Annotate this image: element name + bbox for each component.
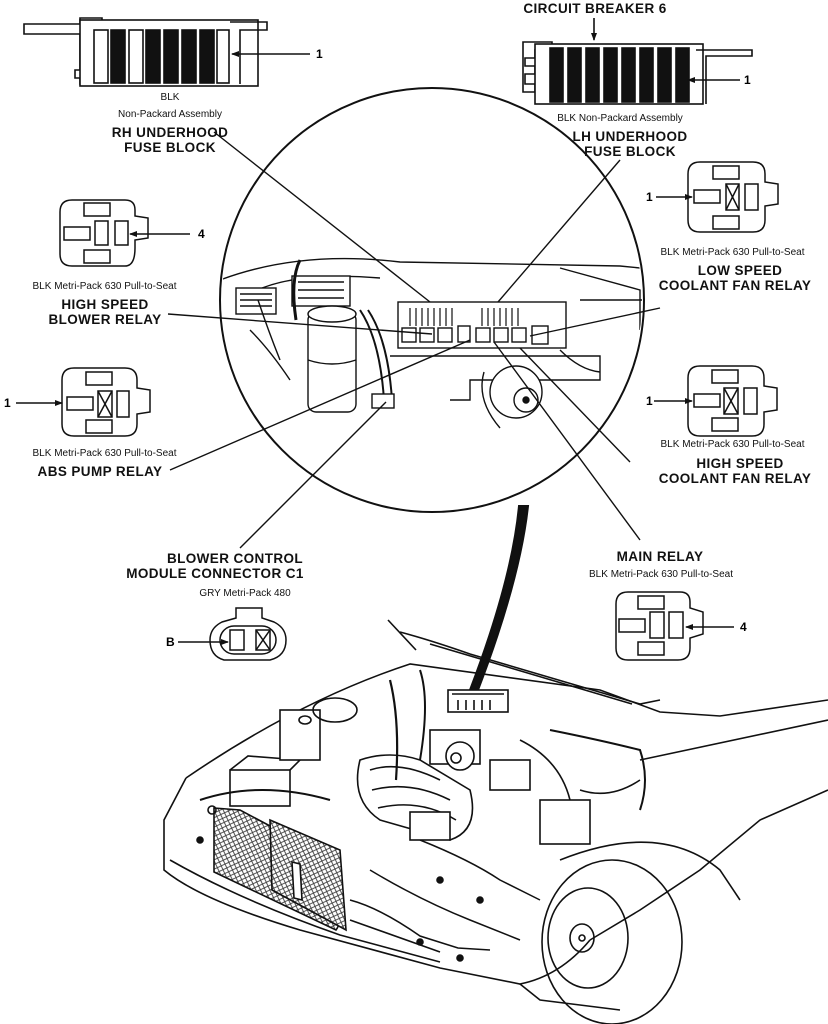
main-relay-connector-desc: BLK Metri-Pack 630 Pull-to-Seat [589,569,733,580]
high-fan-relay-pin-label: 1 [646,394,653,408]
lh-fuse-connector-desc: BLK Non-Packard Assembly [557,113,683,124]
blower-module-connector-desc: GRY Metri-Pack 480 [199,588,291,599]
blower-module-connector [178,607,287,661]
rh-fuse-connector-type: Non-Packard Assembly [118,109,222,120]
high-speed-coolant-fan-relay-title-line1: HIGH SPEED [696,456,784,471]
abs-pump-relay-title: ABS PUMP RELAY [37,464,163,479]
abs-pump-relay-connector [16,367,151,437]
high-fan-relay-connector-desc: BLK Metri-Pack 630 Pull-to-Seat [660,439,805,450]
detail-view-circle [219,87,645,513]
main-relay-pin-label: 4 [740,620,747,634]
high-speed-coolant-fan-relay-title-line2: COOLANT FAN RELAY [658,471,812,486]
lh-fuse-pin-label: 1 [744,73,751,87]
rh-fuse-connector-color: BLK [160,92,180,103]
abs-relay-connector-desc: BLK Metri-Pack 630 Pull-to-Seat [32,448,177,459]
main-relay-title: MAIN RELAY [616,549,704,564]
lh-fuse-block-title-line2: FUSE BLOCK [584,144,676,159]
rh-fuse-block-title-line2: FUSE BLOCK [124,140,216,155]
low-speed-coolant-fan-relay-title-line1: LOW SPEED [697,263,783,278]
rh-fuse-block-title-line1: RH UNDERHOOD [111,125,229,140]
rh-fuse-block-connector [23,17,310,87]
vehicle-illustration [163,619,828,1024]
blower-relay-connector-desc: BLK Metri-Pack 630 Pull-to-Seat [32,281,177,292]
low-speed-coolant-fan-relay-title-line2: COOLANT FAN RELAY [658,278,812,293]
lh-fuse-block-title-line1: LH UNDERHOOD [572,129,688,144]
blower-module-connector-title-line1: BLOWER CONTROL [166,551,304,566]
high-speed-blower-relay-title-line2: BLOWER RELAY [48,312,162,327]
abs-relay-pin-label: 1 [4,396,11,410]
high-speed-blower-relay-title-line1: HIGH SPEED [61,297,149,312]
rh-fuse-pin-label: 1 [316,47,323,61]
lh-fuse-block-connector [522,18,753,105]
blower-module-connector-title-line2: MODULE CONNECTOR C1 [126,566,304,581]
low-fan-relay-pin-label: 1 [646,190,653,204]
low-speed-coolant-fan-relay-connector [656,161,779,233]
circuit-breaker-6-callout: CIRCUIT BREAKER 6 [523,1,667,16]
high-speed-blower-relay-connector [59,199,190,267]
blower-module-pin-label: B [166,635,175,649]
main-relay-connector [615,591,734,661]
blower-relay-pin-label: 4 [198,227,205,241]
leader-lines [167,131,661,549]
low-fan-relay-connector-desc: BLK Metri-Pack 630 Pull-to-Seat [660,247,805,258]
high-speed-coolant-fan-relay-connector [654,365,778,437]
